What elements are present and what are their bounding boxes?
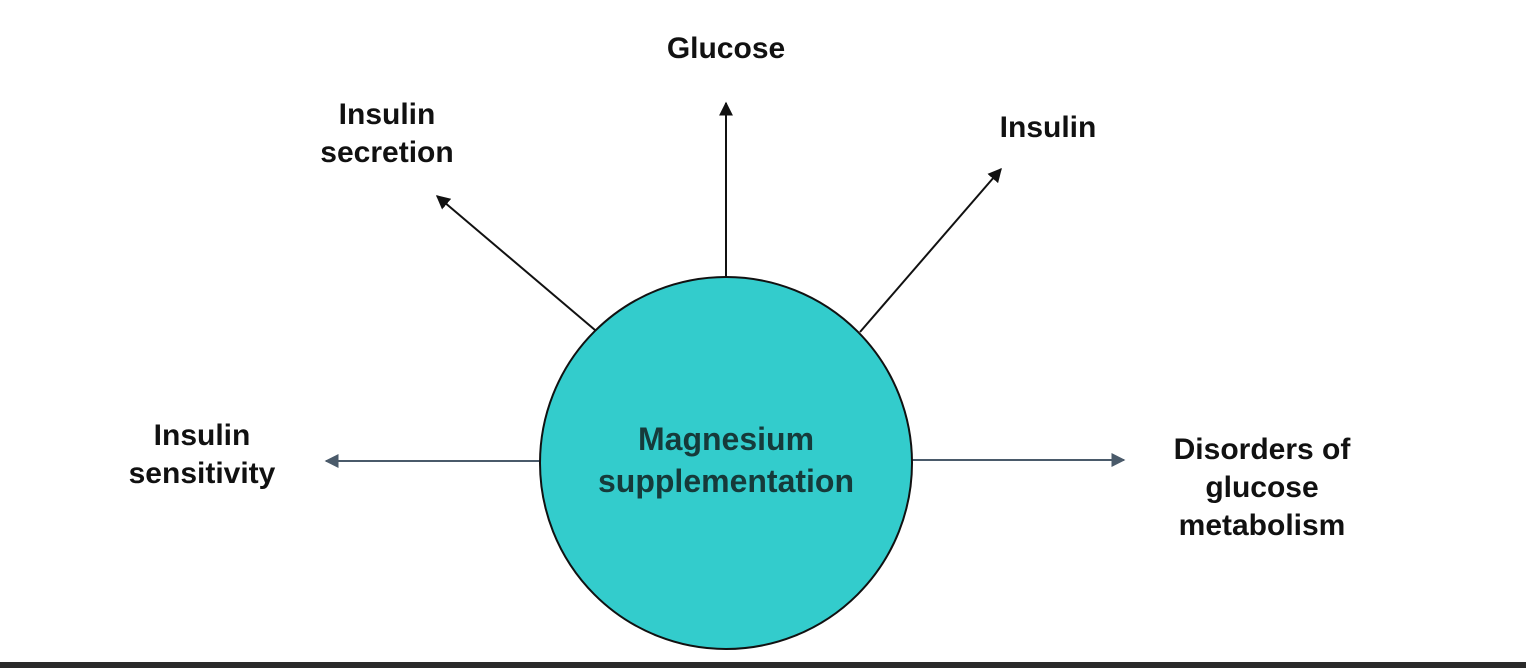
disorders-line-1: Disorders of xyxy=(1173,433,1351,466)
center-line-1: Magnesium xyxy=(637,421,815,457)
insulin-line-1: Insulin xyxy=(999,111,1097,144)
magnesium-circle xyxy=(539,276,913,650)
insulin-secretion-line-2: secretion xyxy=(320,136,454,169)
disorders-line-2: glucose xyxy=(1205,471,1319,504)
disorders-label: Disorders of glucose metabolism xyxy=(1137,431,1387,545)
insulin-sensitivity-label: Insulin sensitivity xyxy=(102,417,302,493)
center-line-2: supplementation xyxy=(597,463,854,499)
insulin-sensitivity-line-1: Insulin xyxy=(153,419,251,452)
insulin-sensitivity-line-2: sensitivity xyxy=(128,457,276,490)
insulin-secretion-label: Insulin secretion xyxy=(287,96,487,172)
magnesium-supplementation-label: Magnesium supplementation xyxy=(540,418,912,502)
disorders-line-3: metabolism xyxy=(1178,509,1346,542)
insulin-label: Insulin xyxy=(948,109,1148,147)
insulin-secretion-line-1: Insulin xyxy=(338,98,436,131)
glucose-line-1: Glucose xyxy=(666,32,786,65)
bottom-divider xyxy=(0,662,1526,668)
arrow-to-insulin xyxy=(859,167,1002,333)
glucose-label: Glucose xyxy=(626,30,826,68)
arrow-to-insulin-secretion xyxy=(435,195,596,331)
